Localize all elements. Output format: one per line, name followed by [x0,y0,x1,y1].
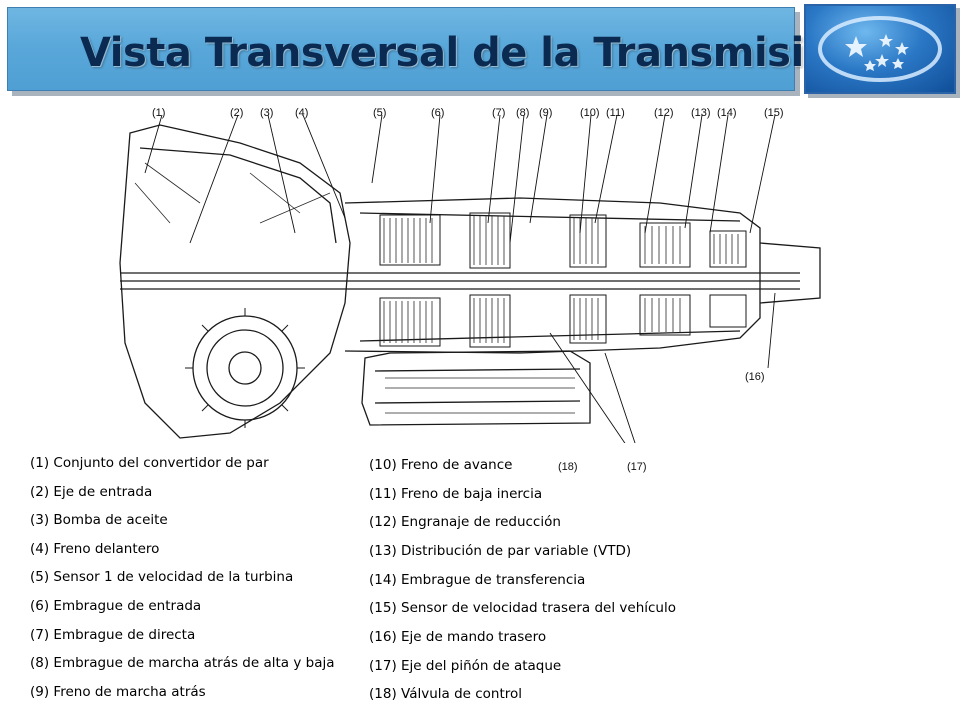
legend-item-4: (4) Freno delantero [30,541,160,557]
callout-14: (14) [717,107,737,119]
callout-6: (6) [431,107,445,119]
callout-10: (10) [580,107,600,119]
subaru-stars-logo-icon [804,4,956,94]
legend-item-8: (8) Embrague de marcha atrás de alta y b… [30,655,335,671]
legend-item-16: (16) Eje de mando trasero [369,629,547,645]
callout-11: (11) [606,107,625,119]
callout-2: (2) [230,107,244,119]
legend-item-17: (17) Eje del piñón de ataque [369,658,562,674]
transmission-drawing [119,114,821,443]
callout-9: (9) [539,107,553,119]
legend-item-13: (13) Distribución de par variable (VTD) [369,543,632,559]
legend-item-2: (2) Eje de entrada [30,484,153,500]
callout-18: (18) [558,461,578,473]
callout-13: (13) [691,107,711,119]
callout-4: (4) [295,107,309,119]
callout-17: (17) [627,461,647,473]
callout-7: (7) [492,107,506,119]
legend-item-1: (1) Conjunto del convertidor de par [30,455,269,471]
legend-item-12: (12) Engranaje de reducción [369,514,561,530]
title-bar: Vista Transversal de la Transmisión [7,7,859,91]
legend-item-9: (9) Freno de marcha atrás [30,684,206,700]
callout-15: (15) [764,107,784,119]
callout-16: (16) [745,371,765,383]
transmission-cross-section-diagram: (1) (2) (3) (4) (5) (6) (7) (8) (9) (10)… [100,103,828,473]
legend-item-10: (10) Freno de avance [369,457,513,473]
legend-item-3: (3) Bomba de aceite [30,512,168,528]
legend-item-14: (14) Embrague de transferencia [369,572,586,588]
legend-item-18: (18) Válvula de control [369,686,523,702]
legend-item-11: (11) Freno de baja inercia [369,486,543,502]
page-title: Vista Transversal de la Transmisión [80,30,859,76]
legend-item-15: (15) Sensor de velocidad trasera del veh… [369,600,676,616]
callout-12: (12) [654,107,674,119]
legend-item-7: (7) Embrague de directa [30,627,196,643]
legend-item-6: (6) Embrague de entrada [30,598,202,614]
callout-3: (3) [260,107,274,119]
callout-1: (1) [152,107,166,119]
legend-item-5: (5) Sensor 1 de velocidad de la turbina [30,569,294,585]
callout-5: (5) [373,107,387,119]
callout-8: (8) [516,107,530,119]
